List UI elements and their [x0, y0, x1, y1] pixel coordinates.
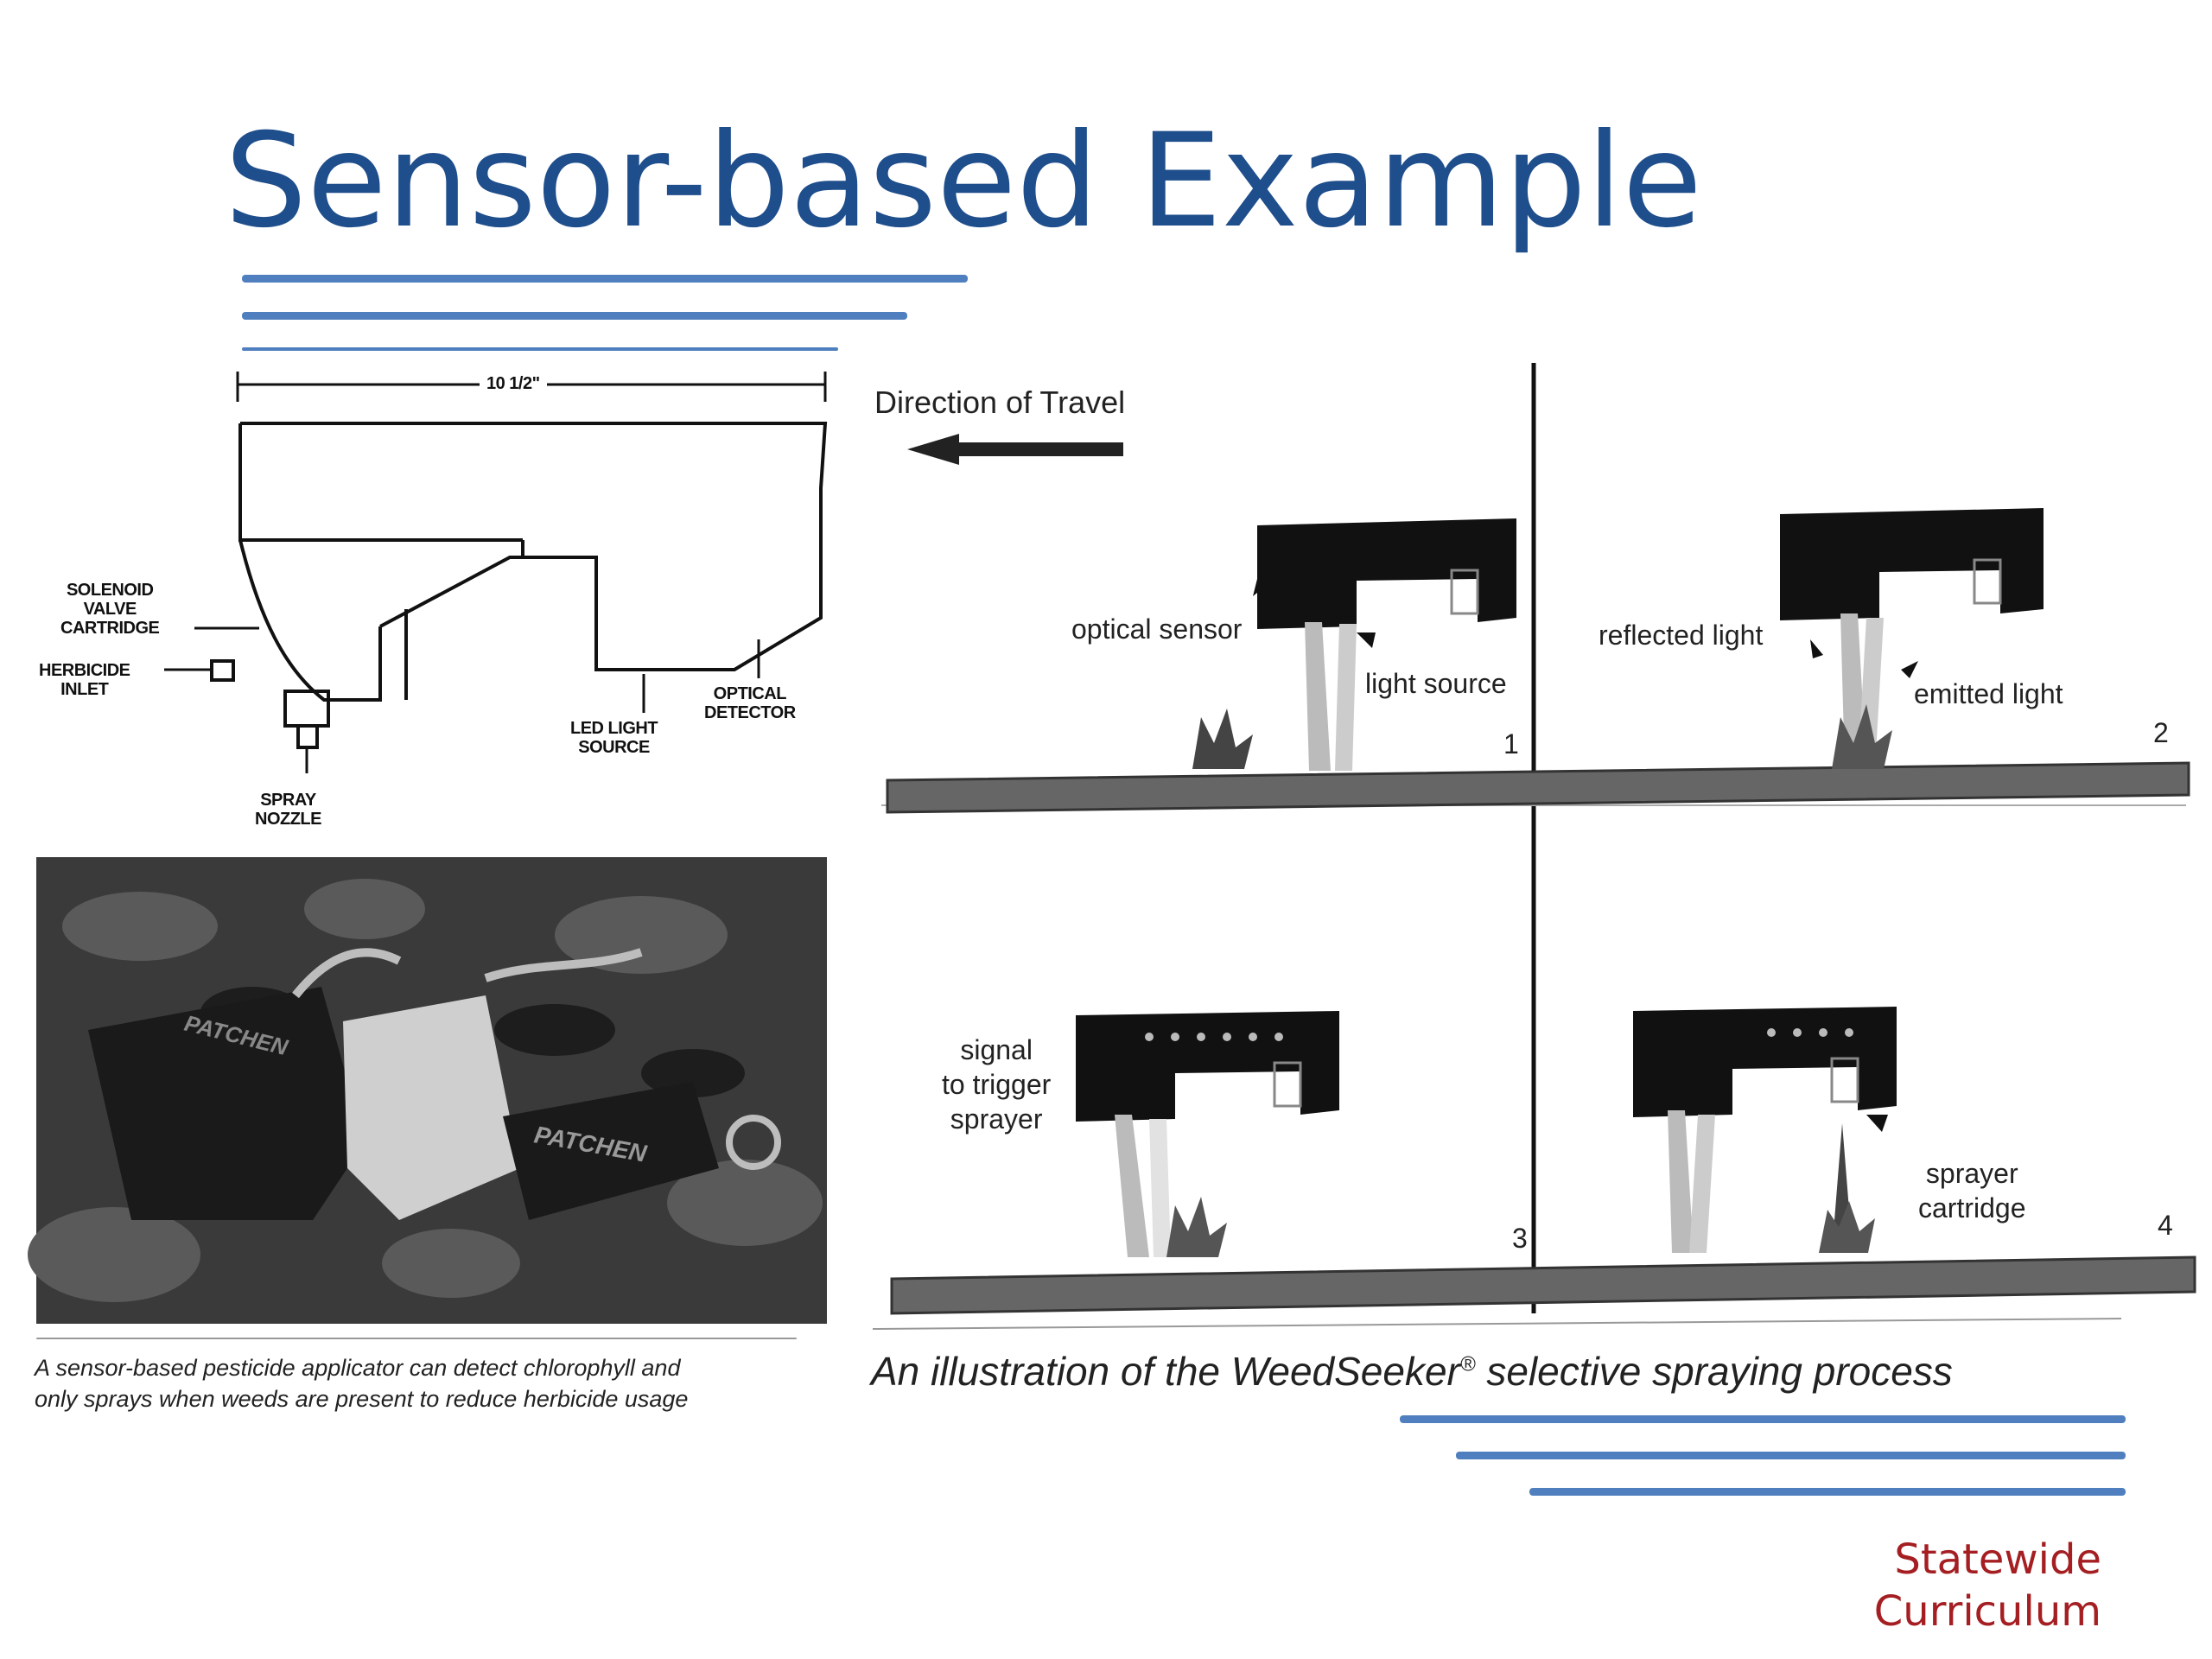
dimension-label: 10 1/2"	[480, 374, 547, 393]
applicator-photo: PATCHEN PATCHEN	[28, 857, 827, 1324]
panel-1-sensor	[1192, 518, 1516, 771]
footer-rule-3	[1529, 1488, 2126, 1496]
panel-number-4: 4	[2158, 1210, 2173, 1241]
title-rule-3	[242, 347, 838, 351]
panel-number-1: 1	[1503, 728, 1519, 760]
title-rule-1	[242, 275, 968, 283]
sprayer-schematic	[164, 372, 828, 773]
photo-caption: A sensor-based pesticide applicator can …	[35, 1355, 689, 1412]
direction-of-travel-label: Direction of Travel	[874, 385, 1126, 420]
emitted-light-label: emitted light	[1914, 678, 2063, 709]
title-rule-2	[242, 312, 907, 320]
panel-2-sensor	[1780, 508, 2044, 769]
panel-number-2: 2	[2153, 717, 2169, 748]
footer-rule-2	[1456, 1452, 2126, 1459]
light-source-label: light source	[1365, 668, 1507, 699]
panel-number-3: 3	[1512, 1223, 1528, 1254]
footer-logo-text: Statewide Curriculum	[1873, 1535, 2101, 1636]
optical-sensor-label: optical sensor	[1071, 613, 1243, 645]
photo-caption-rule	[36, 1338, 797, 1339]
reflected-light-label: reflected light	[1599, 620, 1764, 651]
weedseeker-illustration	[872, 363, 2196, 1330]
panel-3-sensor	[1076, 1011, 1339, 1257]
page-title: Sensor-based Example	[225, 106, 1702, 257]
panel-4-sensor	[1633, 1007, 1897, 1253]
footer-rule-1	[1400, 1415, 2126, 1423]
illustration-caption: An illustration of the WeedSeeker® selec…	[871, 1349, 1953, 1394]
